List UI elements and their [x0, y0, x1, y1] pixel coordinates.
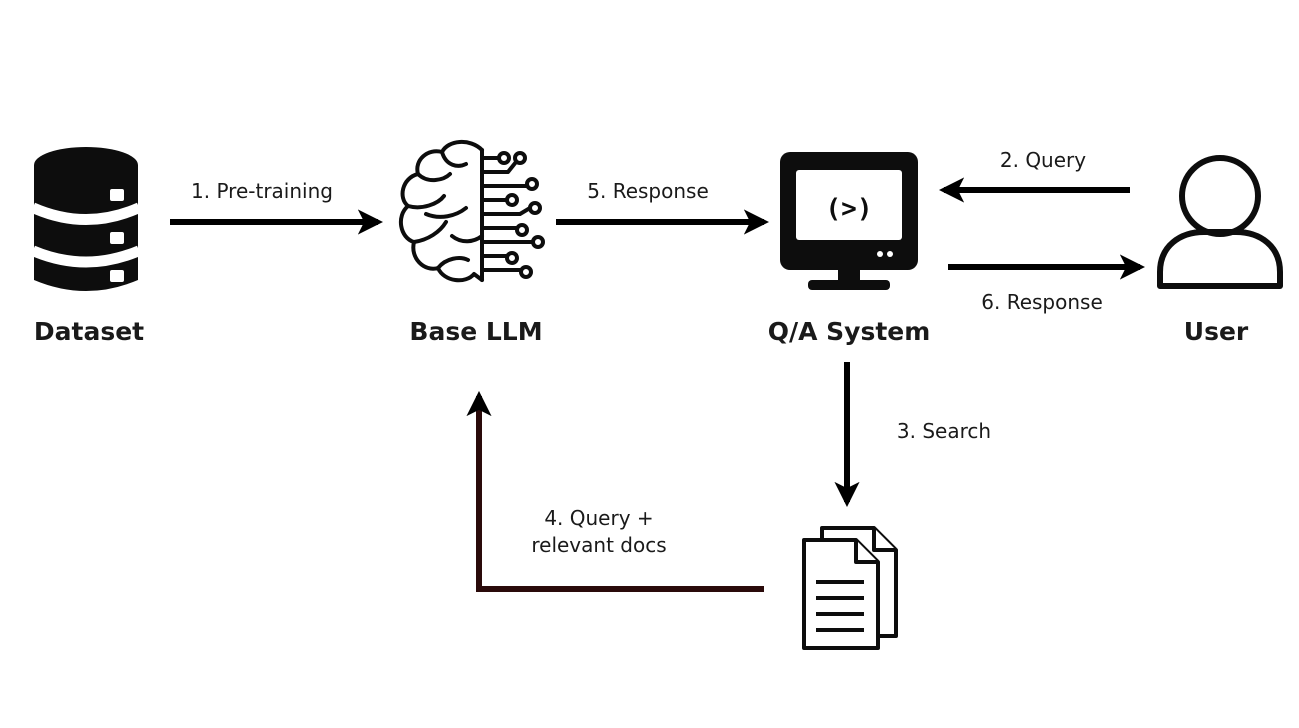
dataset-label: Dataset [34, 317, 144, 346]
brain-circuit-icon [398, 140, 545, 283]
pretraining-label: 1. Pre-training [191, 179, 333, 203]
base-llm-label: Base LLM [409, 317, 542, 346]
query-docs-arrow [466, 390, 764, 592]
user-label: User [1184, 317, 1249, 346]
qa-system-label: Q/A System [768, 317, 931, 346]
response-user-label: 6. Response [981, 290, 1103, 314]
query-label: 2. Query [1000, 148, 1086, 172]
query-docs-label-line1: 4. Query + [544, 506, 653, 530]
query-docs-label-line2: relevant docs [531, 533, 666, 557]
response-llm-label: 5. Response [587, 179, 709, 203]
svg-text:(>): (>) [826, 194, 873, 224]
database-icon [32, 147, 140, 291]
search-label: 3. Search [897, 419, 991, 443]
monitor-terminal-icon: (>) [780, 152, 918, 290]
documents-icon [802, 526, 898, 650]
user-icon [1157, 155, 1283, 289]
